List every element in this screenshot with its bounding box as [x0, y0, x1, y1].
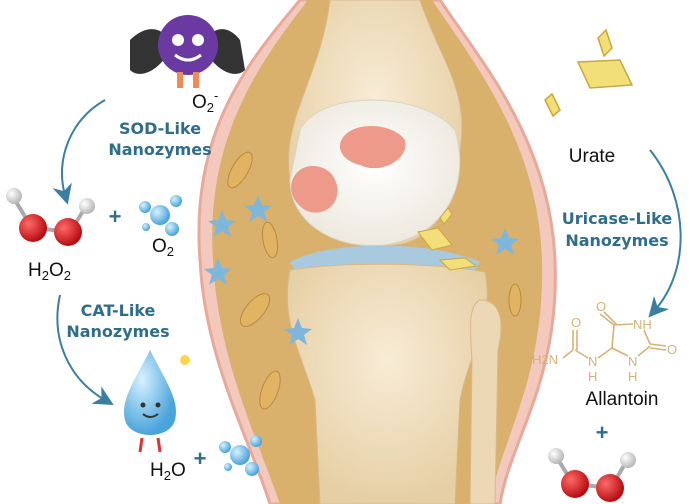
o2-molecule-icon: [139, 195, 182, 236]
uricase-arrow: [648, 149, 682, 318]
plus-sign: +: [109, 204, 122, 229]
allantoin-structure: O O NH O H2N N H N H: [532, 299, 677, 384]
ros-monster-icon: [130, 15, 245, 88]
cat-label-line1: CAT-Like: [81, 301, 156, 320]
sod-label-line2: Nanozymes: [108, 140, 211, 159]
eroded-cartilage-2: [291, 165, 338, 213]
atom-label: H2N: [532, 352, 558, 367]
cat-label-line2: Nanozymes: [66, 322, 169, 341]
superoxide-label: O2-: [192, 88, 218, 115]
plus-sign-3: +: [596, 420, 609, 445]
inflammatory-cells: [204, 195, 519, 345]
atom-label: N: [628, 354, 637, 369]
sod-label-line1: SOD-Like: [119, 119, 201, 138]
h2o-label: H2O: [150, 460, 186, 483]
atom-label: H: [588, 369, 597, 384]
atom-label: N: [588, 354, 597, 369]
o2-label: O2: [152, 236, 174, 259]
uricase-label-line2: Nanozymes: [565, 231, 668, 250]
uricase-label-line1: Uricase-Like: [562, 209, 673, 228]
femur-cartilage: [289, 99, 461, 247]
fibula: [469, 299, 502, 504]
water-droplet-character-icon: [124, 350, 190, 453]
synovial-cells: [227, 151, 522, 410]
urate-crystals-in-joint: [417, 207, 478, 271]
sod-arrow: [52, 99, 106, 205]
atom-label: O: [667, 342, 677, 357]
atom-label: NH: [633, 317, 652, 332]
h2o2-label: H2O2: [28, 260, 71, 283]
o2-molecule-icon-2: [219, 435, 262, 476]
knee-joint-illustration: [197, 0, 557, 504]
plus-sign-2: +: [194, 446, 207, 471]
atom-label: H: [628, 369, 637, 384]
urate-label: Urate: [569, 146, 615, 167]
eroded-cartilage-1: [340, 125, 406, 169]
atom-label: O: [571, 315, 581, 330]
allantoin-label: Allantoin: [586, 389, 659, 410]
urate-crystals-icon: [544, 28, 634, 118]
h2o2-molecule-icon-2: [548, 448, 636, 502]
h2o2-molecule-icon: [6, 188, 95, 246]
atom-label: O: [596, 299, 606, 314]
cat-arrow: [56, 294, 114, 405]
